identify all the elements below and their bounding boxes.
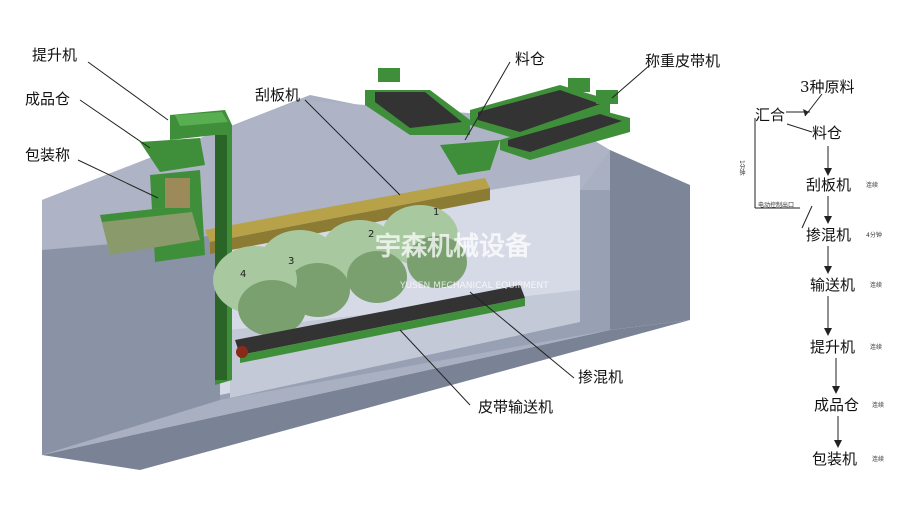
label-mixer: 掺混机 xyxy=(578,368,624,386)
flow-mixer: 掺混机 xyxy=(806,226,852,244)
label-scraper: 刮板机 xyxy=(255,86,301,104)
flow-note-elevator: 连续 xyxy=(870,344,883,351)
flow-note-mixer: 4分钟 xyxy=(866,232,882,239)
flow-elevator: 提升机 xyxy=(810,338,856,356)
watermark-name: 宇森机械设备 xyxy=(375,232,532,262)
bucket-elevator xyxy=(140,110,232,385)
flow-arrows xyxy=(754,93,839,446)
label-packing-scale: 包装称 xyxy=(25,146,71,164)
drum-number-3: 3 xyxy=(288,256,295,267)
label-hopper: 料仓 xyxy=(515,50,546,68)
flow-packer: 包装机 xyxy=(812,450,858,468)
flow-arrowheads xyxy=(803,109,842,448)
label-product-bin: 成品仓 xyxy=(25,90,71,108)
flow-hopper: 料仓 xyxy=(812,124,843,142)
label-belt-conveyor: 皮带输送机 xyxy=(478,398,554,416)
mixer-drums xyxy=(213,205,467,336)
flow-merge: 汇合 xyxy=(755,106,786,124)
bottom-belt-conveyor xyxy=(235,285,525,363)
label-elevator: 提升机 xyxy=(32,46,78,64)
flow-scraper: 刮板机 xyxy=(806,176,852,194)
label-weigh-belt: 称重皮带机 xyxy=(645,52,721,70)
leader-lines xyxy=(77,61,651,406)
drum-number-2: 2 xyxy=(368,229,375,240)
drum-number-1: 1 xyxy=(433,207,440,218)
flow-note-left-vertical: 1分钟 xyxy=(738,160,745,176)
flow-note-conveyor: 连续 xyxy=(870,282,883,289)
flow-conveyor: 输送机 xyxy=(810,276,856,294)
flow-note-scraper: 连续 xyxy=(866,182,879,189)
weigh-belt-machines xyxy=(365,68,630,175)
flow-note-port: 电动控制出口 xyxy=(758,202,795,209)
flow-note-packer: 连续 xyxy=(872,456,885,463)
watermark-sub: YUSEN MECHANICAL EQUIPMENT xyxy=(400,281,549,291)
flow-product-bin: 成品仓 xyxy=(814,396,860,414)
packing-scale xyxy=(100,170,205,262)
flow-raw-materials: 3种原料 xyxy=(800,78,855,96)
flow-note-product: 连续 xyxy=(872,402,885,409)
drum-number-4: 4 xyxy=(240,269,247,280)
